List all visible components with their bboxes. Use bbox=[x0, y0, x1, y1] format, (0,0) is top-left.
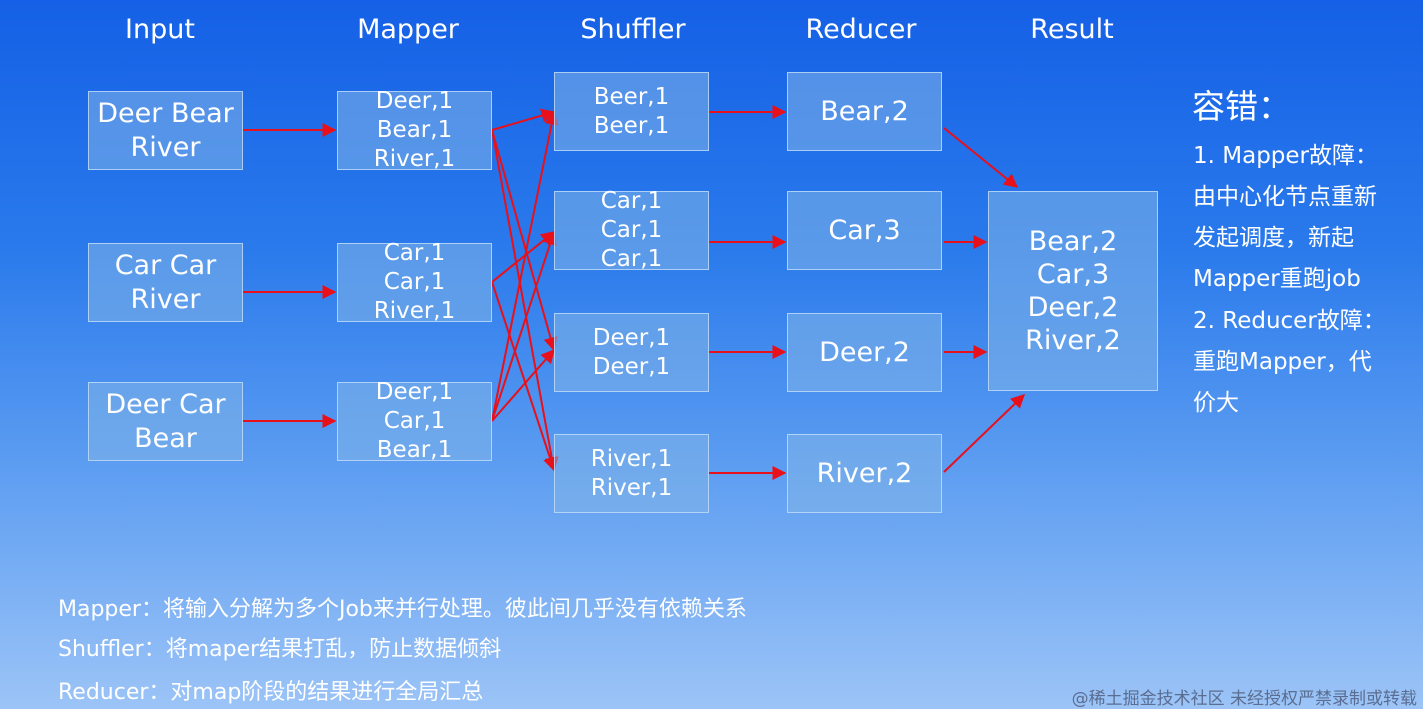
mapper-box-1-line-2: Bear,1 bbox=[376, 117, 453, 143]
reducer-box-3: Deer,2 bbox=[787, 313, 942, 392]
column-title-result: Result bbox=[1030, 14, 1114, 45]
input-box-3: Deer Car Bear bbox=[88, 382, 243, 461]
reducer-box-1: Bear,2 bbox=[787, 72, 942, 151]
fault-tolerance-line-5: 2. Reducer故障： bbox=[1193, 308, 1386, 334]
arrow-mapper1-shuffler3 bbox=[491, 129, 558, 352]
mapper-box-2-line-2: Car,1 bbox=[383, 269, 446, 295]
reducer-box-2: Car,3 bbox=[787, 191, 942, 270]
mapper-box-3: Deer,1 Car,1 Bear,1 bbox=[337, 379, 492, 463]
mapper-box-3-line-2: Car,1 bbox=[383, 408, 446, 434]
shuffler-box-4-line-2: River,1 bbox=[590, 474, 673, 501]
input-box-2: Car Car River bbox=[88, 243, 243, 322]
result-line-2: Car,3 bbox=[1036, 259, 1110, 290]
shuffler-box-2: Car,1 Car,1 Car,1 bbox=[554, 188, 709, 272]
mapper-box-1-line-3: River,1 bbox=[373, 146, 456, 172]
shuffler-box-3: Deer,1 Deer,1 bbox=[554, 313, 709, 392]
result-line-3: Deer,2 bbox=[1027, 292, 1119, 323]
shuffler-box-4: River,1 River,1 bbox=[554, 434, 709, 513]
shuffler-box-1-line-2: Beer,1 bbox=[593, 112, 670, 139]
shuffler-box-2-line-3: Car,1 bbox=[600, 246, 663, 272]
watermark: @稀土掘金技术社区 未经授权严禁录制或转载 bbox=[1071, 689, 1417, 709]
fault-tolerance-line-3: 发起调度，新起 bbox=[1193, 225, 1354, 251]
reducer-box-1-label: Bear,2 bbox=[820, 96, 909, 127]
result-box: Bear,2 Car,3 Deer,2 River,2 bbox=[988, 191, 1158, 391]
fault-tolerance-line-1: 1. Mapper故障： bbox=[1193, 143, 1378, 169]
mapper-box-2-line-1: Car,1 bbox=[383, 240, 446, 266]
column-title-mapper: Mapper bbox=[357, 14, 459, 45]
note-reducer: Reducer：对map阶段的结果进行全局汇总 bbox=[58, 680, 484, 705]
shuffler-box-1-line-1: Beer,1 bbox=[593, 83, 670, 110]
arrow-mapper3-shuffler2 bbox=[491, 230, 557, 422]
reducer-box-4-label: River,2 bbox=[816, 458, 913, 489]
input-box-3-line-1: Deer Car bbox=[105, 388, 226, 420]
input-box-3-line-2: Bear bbox=[134, 422, 197, 454]
input-box-1-line-1: Deer Bear bbox=[97, 97, 234, 129]
arrow-mapper1-shuffler4 bbox=[491, 129, 559, 472]
shuffler-box-1: Beer,1 Beer,1 bbox=[554, 72, 709, 151]
arrow-mapper3-shuffler3 bbox=[491, 348, 555, 422]
result-line-4: River,2 bbox=[1025, 325, 1121, 356]
fault-tolerance-line-2: 由中心化节点重新 bbox=[1193, 184, 1377, 210]
mapper-box-1-line-1: Deer,1 bbox=[375, 88, 454, 114]
input-box-2-line-2: River bbox=[130, 283, 201, 315]
note-mapper: Mapper：将输入分解为多个Job来并行处理。彼此间几乎没有依赖关系 bbox=[58, 597, 747, 622]
reducer-box-2-label: Car,3 bbox=[828, 215, 901, 246]
reducer-box-3-label: Deer,2 bbox=[819, 337, 910, 368]
mapper-box-2: Car,1 Car,1 River,1 bbox=[337, 240, 492, 324]
arrow-mapper2-shuffler4 bbox=[491, 281, 557, 472]
input-box-2-line-1: Car Car bbox=[114, 249, 217, 281]
note-shuffler: Shuffler：将maper结果打乱，防止数据倾斜 bbox=[58, 637, 502, 662]
column-title-shuffler: Shuffler bbox=[580, 14, 686, 45]
shuffler-box-2-line-2: Car,1 bbox=[600, 217, 663, 243]
fault-tolerance-line-4: Mapper重跑job bbox=[1193, 266, 1361, 292]
shuffler-box-4-line-1: River,1 bbox=[590, 445, 673, 472]
mapper-box-1: Deer,1 Bear,1 River,1 bbox=[337, 88, 492, 172]
arrow-reducer1-result bbox=[943, 127, 1019, 188]
mapper-box-2-line-3: River,1 bbox=[373, 298, 456, 324]
result-line-1: Bear,2 bbox=[1028, 226, 1118, 257]
fault-tolerance-title: 容错： bbox=[1192, 87, 1291, 126]
column-title-reducer: Reducer bbox=[805, 14, 917, 45]
mapper-box-3-line-3: Bear,1 bbox=[376, 437, 453, 463]
arrow-reducer4-result bbox=[943, 394, 1026, 473]
fault-tolerance-line-6: 重跑Mapper，代 bbox=[1193, 349, 1372, 375]
shuffler-box-3-line-2: Deer,1 bbox=[592, 353, 671, 380]
arrow-mapper1-shuffler1 bbox=[491, 108, 556, 131]
reducer-box-4: River,2 bbox=[787, 434, 942, 513]
shuffler-box-2-line-1: Car,1 bbox=[600, 188, 663, 214]
input-box-1: Deer Bear River bbox=[88, 91, 243, 170]
arrow-mapper3-shuffler1 bbox=[491, 110, 559, 422]
fault-tolerance-line-7: 价大 bbox=[1193, 390, 1239, 416]
shuffler-box-3-line-1: Deer,1 bbox=[592, 324, 671, 351]
input-box-1-line-2: River bbox=[130, 131, 201, 163]
mapper-box-3-line-1: Deer,1 bbox=[375, 379, 454, 405]
column-title-input: Input bbox=[125, 14, 195, 45]
